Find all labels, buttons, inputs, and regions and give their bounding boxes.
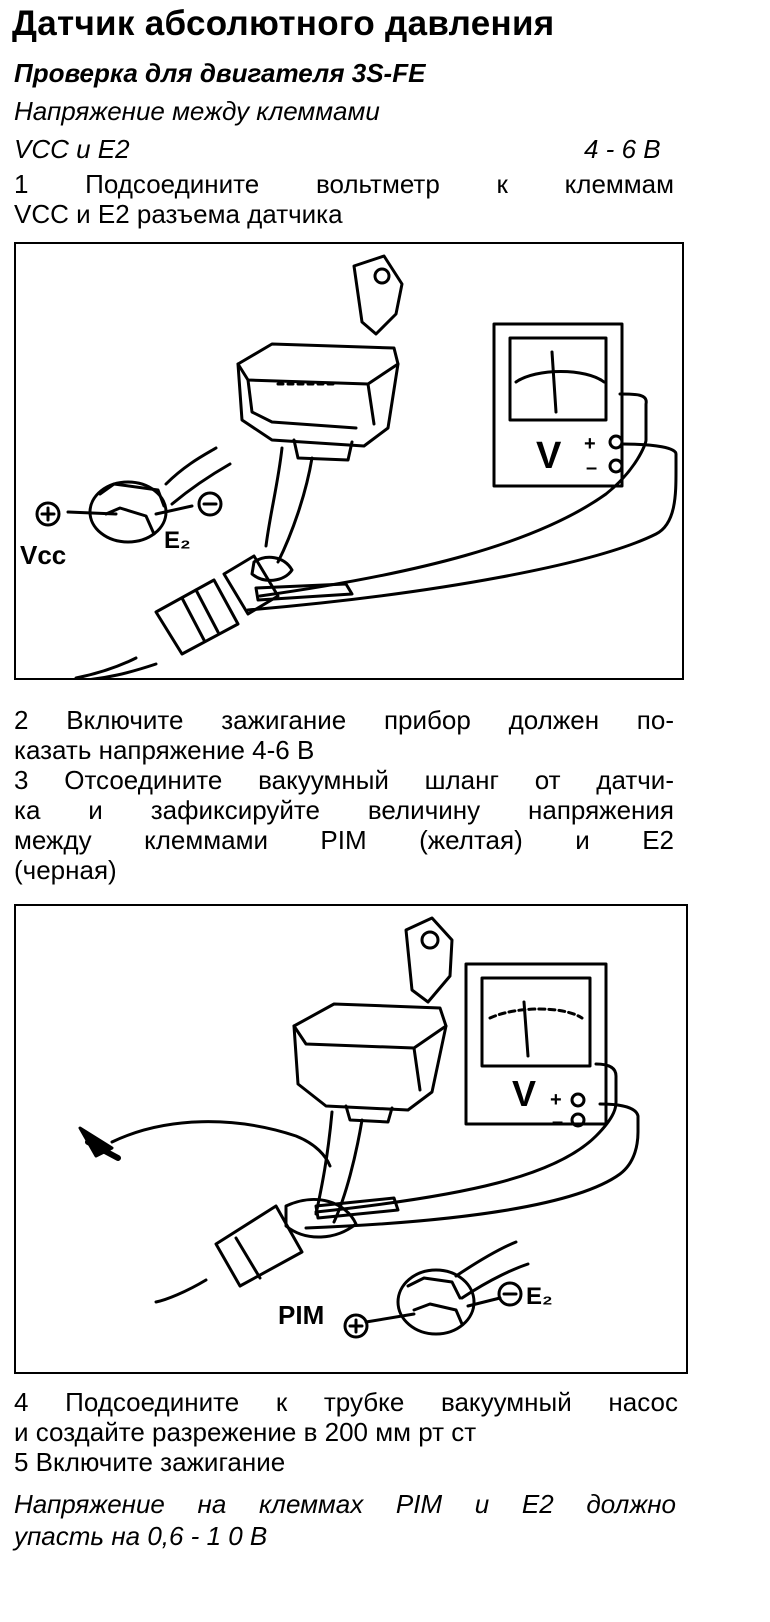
step-3-line-4: (черная) xyxy=(14,855,117,885)
step-3-line-1: 3 Отсоедините вакуумный шланг от датчи- xyxy=(14,765,674,795)
spec-value: 4 - 6 В xyxy=(584,134,661,164)
figure-2-minus-label: – xyxy=(552,1111,563,1133)
figure-1-e2-label: E₂ xyxy=(164,527,191,554)
step-3-line-2: ка и зафиксируйте величину напряжения xyxy=(14,795,674,825)
figure-2-meter-label: V xyxy=(512,1073,536,1114)
step-4-line-1: 4 Подсоедините к трубке вакуумный насос xyxy=(14,1387,678,1417)
figure-2-drawing: V + – PIM E₂ xyxy=(78,916,640,1339)
figure-2-plus-label: + xyxy=(550,1089,562,1111)
step-2-line-1: 2 Включите зажигание прибор должен по- xyxy=(14,705,674,735)
figure-2-e2-label: E₂ xyxy=(526,1283,553,1310)
figure-1-meter-label: V xyxy=(536,435,562,477)
figure-2-voltmeter-pim-e2: V + – PIM E₂ xyxy=(14,904,688,1374)
page-title: Датчик абсолютного давления xyxy=(12,4,555,43)
spec-terminals: VCC и E2 xyxy=(14,134,130,164)
step-2-line-2: казать напряжение 4-6 В xyxy=(14,735,315,765)
figure-1-minus-label: – xyxy=(586,457,597,479)
figure-2-pim-label: PIM xyxy=(278,1300,324,1330)
step-1-line-2: VCC и E2 разъема датчика xyxy=(14,199,343,229)
step-5: 5 Включите зажигание xyxy=(14,1447,286,1477)
step-4-line-2: и создайте разрежение в 200 мм рт ст xyxy=(14,1417,477,1447)
figure-1-vcc-label: Vcc xyxy=(20,540,66,570)
result-line-2: упасть на 0,6 - 1 0 В xyxy=(14,1521,268,1551)
figure-1-voltmeter-vcc-e2: V + – Vcc E₂ xyxy=(14,242,684,682)
result-line-1: Напряжение на клеммах PIM и E2 должно xyxy=(14,1489,676,1519)
figure-1-plus-label: + xyxy=(584,433,596,455)
figure-1-drawing: V + – Vcc E₂ xyxy=(20,254,678,682)
step-1-line-1: 1 Подсоедините вольтметр к клеммам xyxy=(14,169,674,199)
engine-subtitle: Проверка для двигателя 3S-FE xyxy=(14,58,426,88)
step-3-line-3: между клеммами PIM (желтая) и E2 xyxy=(14,825,674,855)
spec-voltage-label: Напряжение между клеммами xyxy=(14,96,380,126)
